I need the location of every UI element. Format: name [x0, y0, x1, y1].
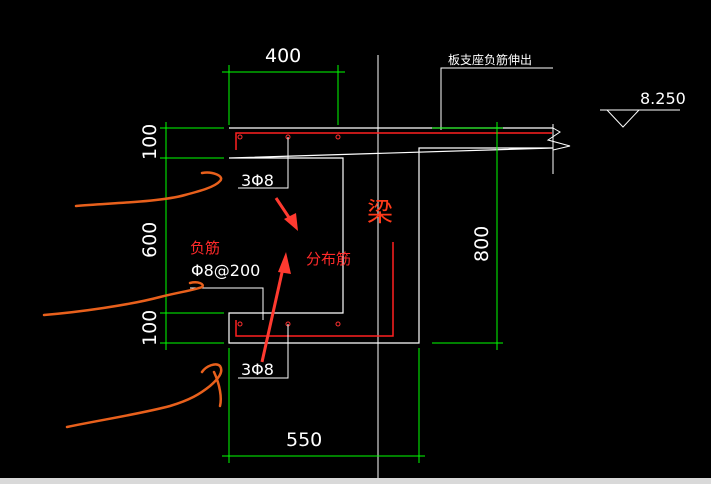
- negative-rebar-spec: Φ8@200: [191, 261, 260, 280]
- bar-bottom-label: 3Φ8: [241, 360, 274, 379]
- brush-strokes: [42, 171, 223, 429]
- negative-rebar-label: 负筋: [190, 239, 220, 257]
- rebar-dot: [335, 321, 341, 327]
- leader-bottom-bar: [238, 324, 289, 379]
- leader-support-note: [440, 67, 553, 130]
- arrow-to-distribution-2: [260, 252, 291, 363]
- rebar-dot: [237, 134, 243, 140]
- rebar-dot: [237, 321, 243, 327]
- beam-label: 梁: [367, 198, 393, 228]
- bottom-rebar: [235, 242, 394, 337]
- support-note: 板支座负筋伸出: [448, 52, 532, 67]
- rebar-dot: [335, 134, 341, 140]
- break-symbol: [546, 124, 571, 156]
- distribution-label: 分布筋: [306, 250, 351, 268]
- leader-negative: [190, 287, 264, 320]
- dim-left-middle: 600: [139, 222, 161, 258]
- dim-left-top: 100: [139, 124, 161, 160]
- leader-top-bar: [238, 137, 289, 189]
- dim-left-bottom: 100: [139, 310, 161, 346]
- elevation-triangle: [605, 109, 641, 128]
- arrow-to-distribution-1: [274, 197, 298, 231]
- bottom-strip: [0, 478, 711, 484]
- bar-top-label: 3Φ8: [241, 171, 274, 190]
- section-outline: [228, 127, 554, 344]
- top-rebar: [235, 132, 552, 150]
- dim-top-width: 400: [265, 45, 301, 67]
- dim-bottom-width: 550: [286, 429, 322, 451]
- dim-right-height: 800: [471, 226, 493, 262]
- elevation-value: 8.250: [640, 89, 686, 108]
